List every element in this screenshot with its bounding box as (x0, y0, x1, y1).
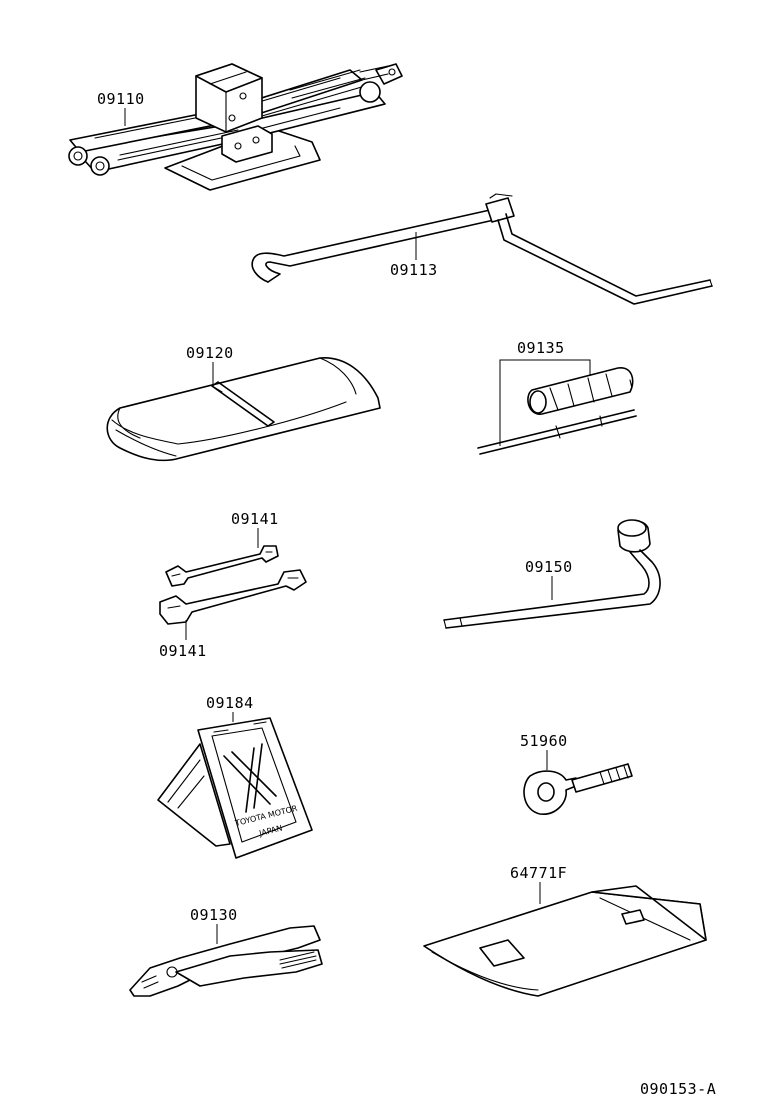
part-number-64771F: 64771F (510, 864, 567, 882)
part-number-09120: 09120 (186, 344, 234, 362)
wrench-top-drawing (165, 545, 279, 587)
part-number-09113: 09113 (390, 261, 438, 279)
diagram-code: 090153-A (640, 1080, 716, 1098)
part-number-51960: 51960 (520, 732, 568, 750)
part-number-09130: 09130 (190, 906, 238, 924)
part-number-09135: 09135 (517, 339, 565, 357)
wrench-bottom-drawing (159, 569, 307, 625)
towing-eye-drawing (523, 763, 633, 815)
warning-triangle-drawing: TOYOTA MOTOR JAPAN (157, 717, 313, 859)
tool-pouch-drawing (423, 885, 707, 997)
screwdriver-drawing (477, 367, 637, 455)
tool-bag-drawing (106, 357, 381, 462)
jack-handle-drawing (251, 193, 713, 305)
pliers-drawing (129, 925, 323, 997)
part-number-09141-bottom: 09141 (159, 642, 207, 660)
part-number-09110: 09110 (97, 90, 145, 108)
part-number-09184: 09184 (206, 694, 254, 712)
wheel-nut-wrench-drawing (443, 519, 661, 629)
jack-drawing (68, 63, 403, 191)
part-number-09141-top: 09141 (231, 510, 279, 528)
part-number-09150: 09150 (525, 558, 573, 576)
